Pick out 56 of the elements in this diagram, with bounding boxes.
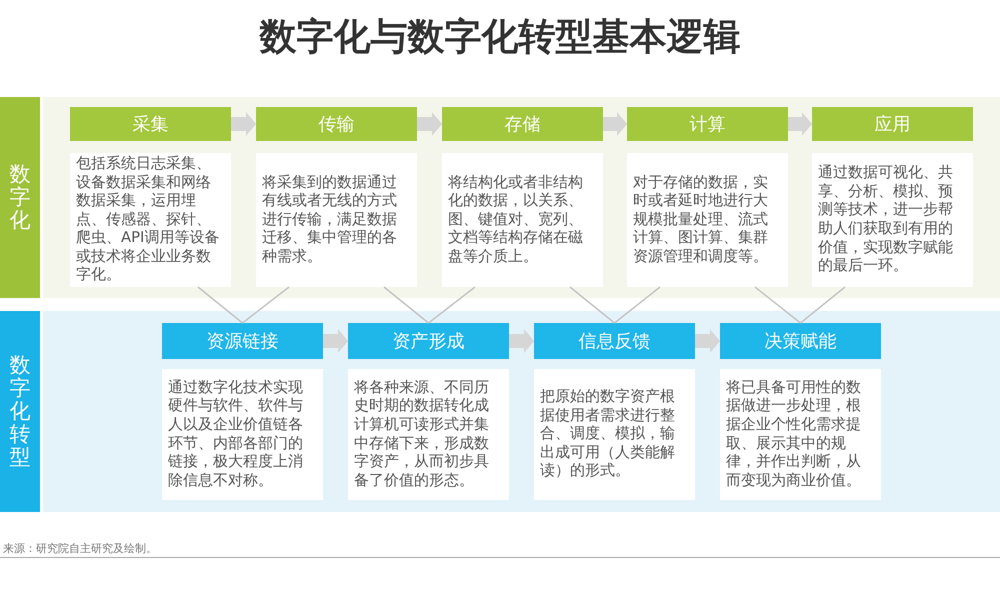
diagram-title: 数字化与数字化转型基本逻辑 — [260, 14, 740, 60]
description-text: 将已具备可用性的数据做进一步处理，根据企业个性化需求提取、展示其中的规律，并作出判断，从而变现为商业价值。 — [726, 378, 862, 490]
connector-line — [242, 286, 290, 324]
stage-title: 应用 — [874, 113, 910, 136]
description-text: 包括系统日志采集、设备数据采集和网络数据采集，运用埋点、传感器、探针、爬虫、API调用等设备或技术将企业业务数字化。 — [76, 154, 220, 286]
stage-title: 计算 — [690, 113, 726, 136]
connector-line — [754, 286, 801, 324]
flow-arrow — [603, 112, 627, 136]
flow-arrow — [323, 329, 348, 353]
description-text: 通过数字化技术实现硬件与软件、软件与人以及企业价值链各环节、内部各部门的链接，极大程度上消除信息不对称。 — [168, 378, 304, 490]
connector-line — [198, 286, 243, 324]
flow-arrow — [509, 329, 534, 353]
band-title: 数字化 — [10, 162, 30, 232]
connector-line — [428, 286, 476, 324]
description-text: 将各种来源、不同历史时期的数据转化成计算机可读形式并集中存储下来，形成数字资产，从而初步具备了价值的形态。 — [354, 378, 490, 490]
stage-title: 资源链接 — [206, 330, 278, 353]
stage-title: 采集 — [132, 113, 168, 136]
description-text: 对于存储的数据，实时或者延时地进行大规模批量处理、流式计算、图计算、集群资源管理和调度等。 — [633, 174, 769, 266]
description-card — [348, 369, 509, 500]
stage-header — [256, 107, 417, 141]
stage-title: 信息反馈 — [578, 330, 650, 353]
stage-header — [534, 323, 695, 359]
description-text: 通过数据可视化、共享、分析、模拟、预测等技术，进一步帮助人们获取到有用的价值，实现数字赋能的最后一环。 — [818, 164, 954, 276]
connector-line — [570, 286, 615, 324]
stage-header — [442, 107, 603, 141]
stage-header — [720, 323, 881, 359]
connector-line — [614, 286, 660, 324]
band-panel — [0, 311, 1000, 512]
description-card — [720, 369, 881, 500]
description-card — [534, 369, 695, 500]
description-card — [812, 153, 973, 287]
flow-arrow — [695, 329, 720, 353]
description-card — [162, 369, 323, 500]
stage-header — [348, 323, 509, 359]
stage-title: 资产形成 — [392, 330, 464, 353]
description-text: 把原始的数字资产根据使用者需求进行整合、调度、模拟，输出成可用（人类能解读）的形式。 — [540, 388, 676, 481]
description-text: 将采集到的数据通过有线或者无线的方式进行传输，满足数据迁移、集中管理的各种需求。 — [262, 174, 398, 266]
stage-header — [627, 107, 788, 141]
flow-arrow — [231, 112, 256, 136]
description-card — [256, 153, 417, 287]
stage-header — [812, 107, 973, 141]
source-note: 来源：研究院自主研究及绘制。 — [3, 541, 157, 556]
stage-header — [70, 107, 231, 141]
stage-title: 决策赋能 — [764, 330, 836, 353]
flow-arrow — [788, 112, 812, 136]
stage-title: 存储 — [504, 113, 540, 136]
band-title: 数字化转型 — [10, 354, 30, 470]
flow-arrow — [417, 112, 442, 136]
connector-line — [384, 286, 429, 324]
stage-header — [162, 323, 323, 359]
stage-title: 传输 — [318, 113, 354, 136]
connector-line — [800, 286, 846, 324]
description-card — [627, 153, 788, 287]
description-card — [442, 153, 603, 287]
description-text: 将结构化或者非结构化的数据，以关系、图、键值对、宽列、文档等结构存储在磁盘等介质上。 — [448, 174, 584, 266]
band-panel — [0, 97, 1000, 298]
